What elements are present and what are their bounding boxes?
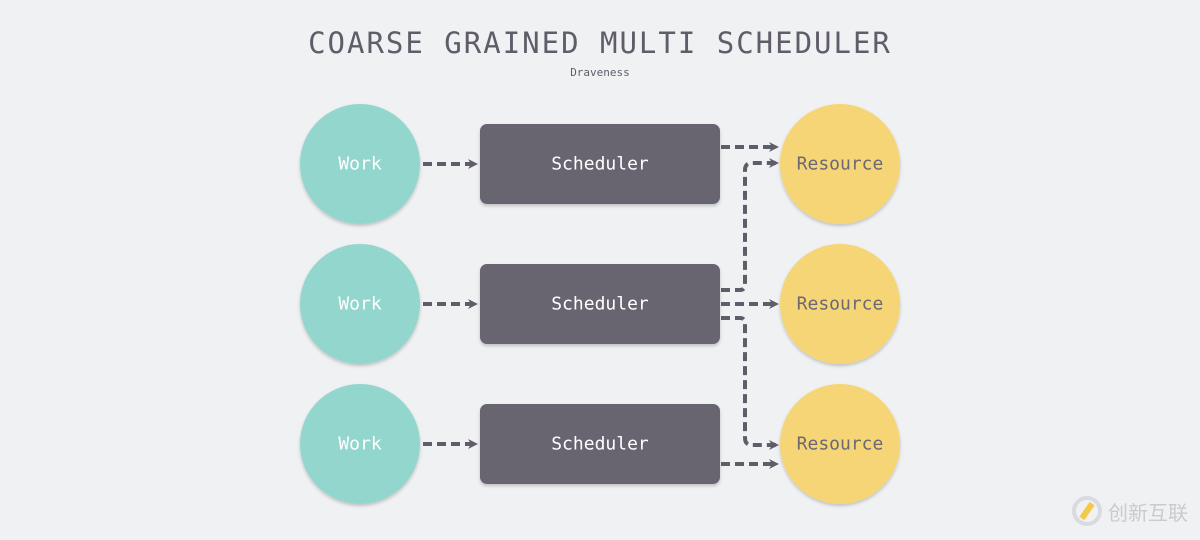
author-label: Draveness: [570, 66, 630, 79]
resource-circle: [780, 384, 900, 504]
scheduler-box: [480, 404, 720, 484]
logo-icon: [1072, 496, 1102, 526]
work-circle: [300, 384, 420, 504]
scheduler-box: [480, 264, 720, 344]
work-label: Work: [338, 434, 382, 455]
diagram-title: COARSE GRAINED MULTI SCHEDULER: [308, 26, 892, 60]
resource-label: Resource: [797, 294, 884, 315]
edge-scheduler2-resource3: [721, 316, 779, 450]
resource-circle: [780, 104, 900, 224]
scheduler-label: Scheduler: [551, 294, 649, 315]
resource-node: Resource: [780, 384, 900, 504]
resource-label: Resource: [797, 154, 884, 175]
work-label: Work: [338, 294, 382, 315]
edge-scheduler2-resource1: [721, 158, 779, 292]
work-node: Work: [300, 244, 420, 364]
scheduler-box: [480, 124, 720, 204]
watermark-text: 创新互联: [1108, 500, 1188, 525]
watermark-logo: 创新互联: [1072, 496, 1188, 526]
work-label: Work: [338, 154, 382, 175]
scheduler-node: Scheduler: [480, 264, 720, 344]
work-node: Work: [300, 104, 420, 224]
work-circle: [300, 244, 420, 364]
scheduler-label: Scheduler: [551, 154, 649, 175]
scheduler-node: Scheduler: [480, 404, 720, 484]
resource-label: Resource: [797, 434, 884, 455]
work-node: Work: [300, 384, 420, 504]
scheduler-label: Scheduler: [551, 434, 649, 455]
scheduler-node: Scheduler: [480, 124, 720, 204]
work-circle: [300, 104, 420, 224]
resource-node: Resource: [780, 244, 900, 364]
resource-node: Resource: [780, 104, 900, 224]
resource-circle: [780, 244, 900, 364]
